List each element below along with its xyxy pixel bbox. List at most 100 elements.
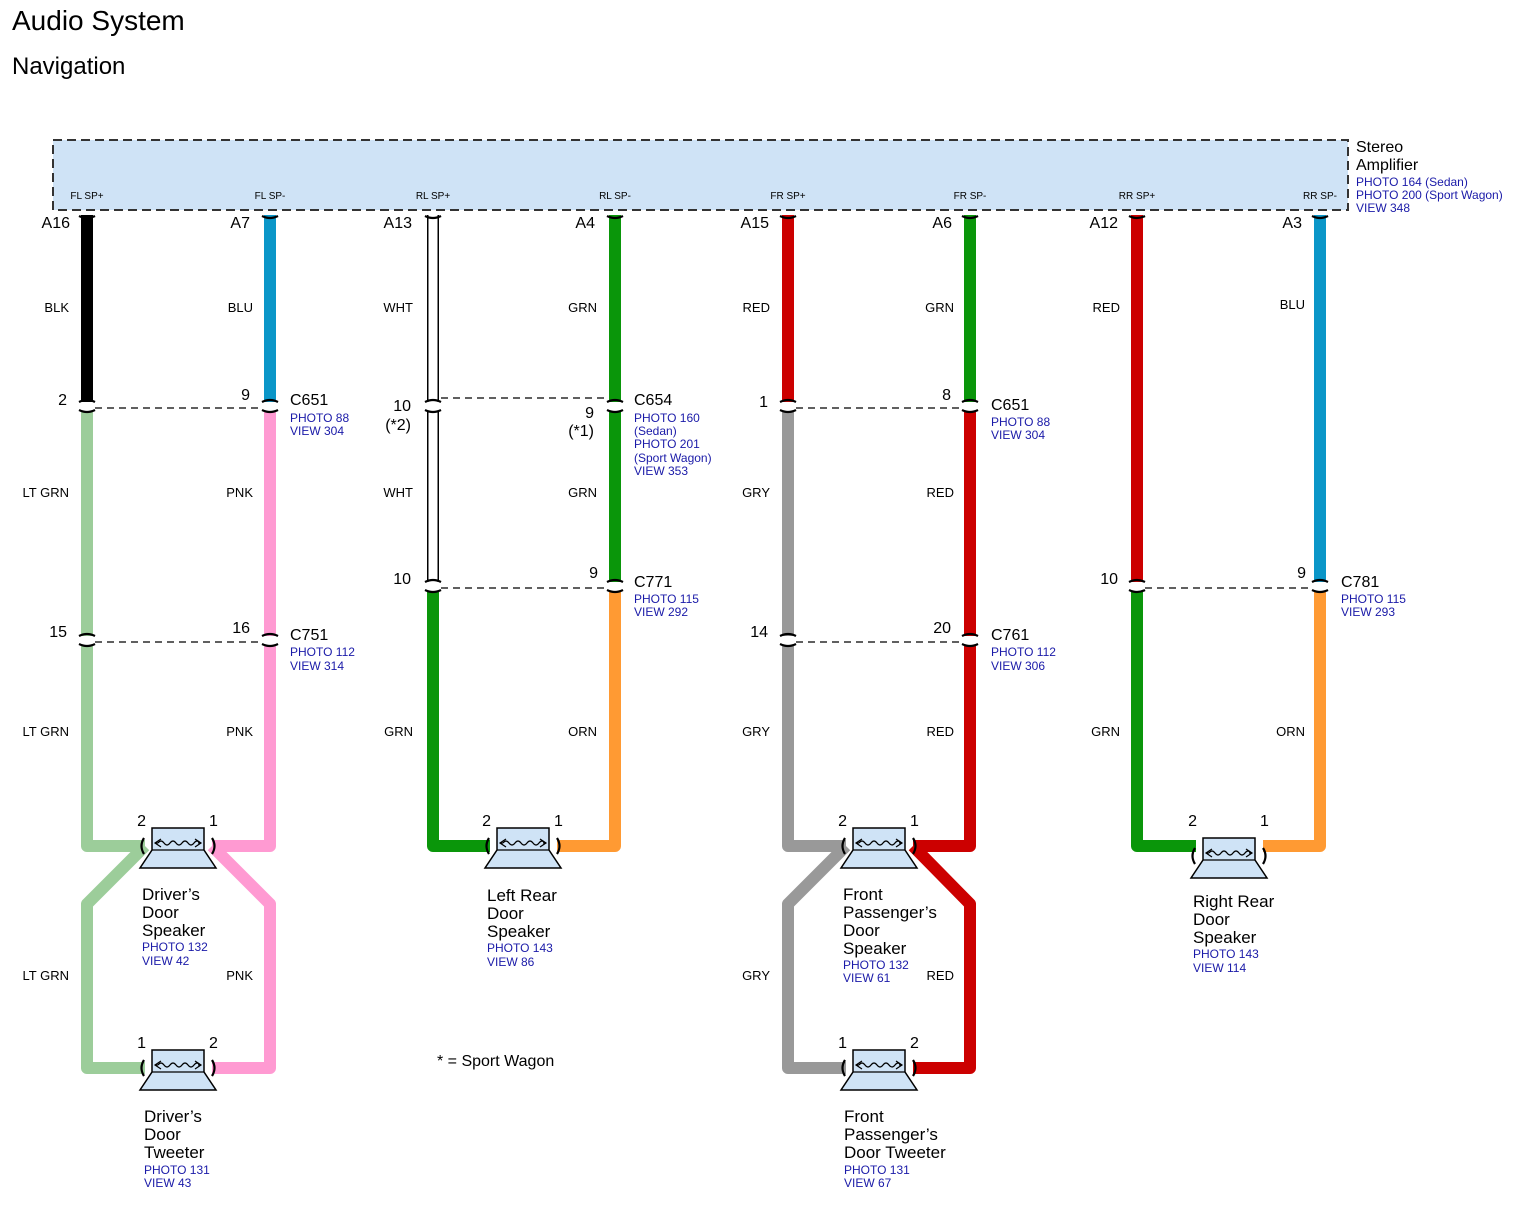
wire-gry-to-speaker	[782, 646, 846, 852]
pin-a15: A15	[741, 215, 770, 232]
speaker-icon	[839, 826, 919, 870]
c651-left-pin-a: 2	[58, 392, 67, 409]
wire-label-grn-rr: GRN	[1091, 724, 1120, 739]
driver-tweeter-name-1: Driver’s	[144, 1107, 202, 1126]
connector-symbol-c751-pin15	[78, 632, 96, 648]
c771-pin-a: 10	[393, 571, 411, 588]
wire-lt-grn-to-tweeter	[81, 841, 150, 1074]
right-rear-pin-left: 2	[1188, 813, 1197, 830]
left-rear-view: VIEW 86	[487, 955, 535, 969]
front-pass-name-1: Front	[843, 885, 883, 904]
driver-speaker-pin-right: 1	[209, 813, 218, 830]
right-rear-name-1: Right Rear	[1193, 892, 1275, 911]
left-rear-name-2: Door	[487, 904, 524, 923]
pin-a3: A3	[1282, 215, 1302, 232]
wire-label-red-2: RED	[927, 724, 954, 739]
driver-speaker-name-1: Driver’s	[142, 885, 200, 904]
front-pass-name-3: Door	[843, 921, 880, 940]
pin-stub-a12	[1128, 215, 1146, 220]
c781-photo: PHOTO 115	[1341, 592, 1406, 606]
connector-symbol-c751-pin16	[261, 632, 279, 648]
c761-name: C761	[991, 627, 1029, 644]
wire-lt-grn-to-speaker	[81, 646, 145, 852]
wire-label-red-3: RED	[927, 968, 954, 983]
amplifier-name-line2: Amplifier	[1356, 157, 1419, 174]
wire-label-orn-lr: ORN	[568, 724, 597, 739]
connector-symbol-c651-pin8	[961, 398, 979, 414]
wire-label-gry-1: GRY	[742, 485, 770, 500]
stereo-amplifier-module: Stereo Amplifier PHOTO 164 (Sedan) PHOTO…	[52, 139, 1503, 215]
wire-red-to-tweeter	[908, 841, 976, 1074]
front-pass-tweeter-name-2: Passenger’s	[844, 1125, 938, 1144]
wire-pnk-to-tweeter	[207, 841, 276, 1074]
c751-pin-b: 16	[232, 620, 250, 637]
amplifier-box	[52, 139, 1349, 211]
wire-orn-left-rear	[557, 592, 621, 852]
pin-a12: A12	[1090, 215, 1119, 232]
front-pass-tweeter-view: VIEW 67	[844, 1176, 892, 1190]
c751-pin-a: 15	[49, 624, 67, 641]
wire-label-gry-3: GRY	[742, 968, 770, 983]
right-rear-view: VIEW 114	[1193, 961, 1246, 975]
wire-label-blu-1: BLU	[228, 300, 253, 315]
driver-tweeter-name-3: Tweeter	[144, 1143, 205, 1162]
front-passenger-door-tweeter: 1 2 Front Passenger’s Door Tweeter PHOTO…	[838, 1035, 946, 1190]
connector-symbol-c654-pin10	[424, 398, 442, 414]
amplifier-view-ref: VIEW 348	[1356, 201, 1410, 215]
pin-stub-a16	[78, 215, 96, 220]
right-rear-name-2: Door	[1193, 910, 1230, 929]
wire-label-grn-a4: GRN	[568, 300, 597, 315]
speaker-icon	[839, 1048, 919, 1092]
c751-photo: PHOTO 112	[290, 645, 355, 659]
c651-left-photo: PHOTO 88	[290, 411, 349, 425]
wire-label-blu-a3: BLU	[1280, 297, 1305, 312]
wire-grn-right-rear	[1131, 592, 1196, 852]
right-rear-door-speaker: 2 1 Right Rear Door Speaker PHOTO 143 VI…	[1188, 813, 1275, 975]
wire-label-red-1: RED	[927, 485, 954, 500]
pin-a4: A4	[575, 215, 595, 232]
c654-pin-a: 10	[393, 398, 411, 415]
c651-right-pin-b: 8	[942, 387, 951, 404]
connector-symbol-c781-pin10	[1128, 578, 1146, 594]
c771-name: C771	[634, 574, 672, 591]
driver-speaker-name-3: Speaker	[142, 921, 206, 940]
left-rear-photo: PHOTO 143	[487, 941, 553, 955]
wire-label-lt-grn-1: LT GRN	[23, 485, 69, 500]
wire-label-pnk-2: PNK	[226, 724, 253, 739]
c781-view: VIEW 293	[1341, 605, 1395, 619]
c751-view: VIEW 314	[290, 659, 344, 673]
wire-label-grn-mid: GRN	[568, 485, 597, 500]
wire-label-red-a15: RED	[743, 300, 770, 315]
page-subtitle: Navigation	[12, 53, 125, 80]
c781-pin-a: 10	[1100, 571, 1118, 588]
left-rear-pin-left: 2	[482, 813, 491, 830]
signal-rl-sp-minus: RL SP-	[599, 191, 631, 202]
c654-pin-b: 9	[585, 405, 594, 422]
speaker-icon	[138, 826, 218, 870]
driver-door-tweeter: 1 2 Driver’s Door Tweeter PHOTO 131 VIEW…	[137, 1035, 218, 1190]
wire-orn-right-rear	[1263, 592, 1326, 852]
c651-right-name: C651	[991, 397, 1029, 414]
left-rear-name-1: Left Rear	[487, 886, 557, 905]
wire-label-pnk-1: PNK	[226, 485, 253, 500]
pin-stub-a7	[261, 215, 279, 220]
front-pass-tweeter-name-3: Door Tweeter	[844, 1143, 946, 1162]
c761-view: VIEW 306	[991, 659, 1045, 673]
connector-symbol-c781-pin9	[1311, 578, 1329, 594]
wire-label-blk: BLK	[44, 300, 69, 315]
front-pass-tweeter-pin-right: 2	[910, 1035, 919, 1052]
c771-photo: PHOTO 115	[634, 592, 699, 606]
driver-tweeter-view: VIEW 43	[144, 1176, 192, 1190]
pin-stub-a13	[424, 215, 442, 220]
driver-speaker-view: VIEW 42	[142, 954, 190, 968]
connector-symbol-c771-pin9	[606, 578, 624, 594]
pin-a6: A6	[932, 215, 952, 232]
signal-rr-sp-minus: RR SP-	[1303, 191, 1337, 202]
wire-label-lt-grn-2: LT GRN	[23, 724, 69, 739]
c751-name: C751	[290, 627, 328, 644]
driver-door-speaker: 2 1 Driver’s Door Speaker PHOTO 132 VIEW…	[137, 813, 218, 968]
c761-photo: PHOTO 112	[991, 645, 1056, 659]
front-pass-tweeter-pin-left: 1	[838, 1035, 847, 1052]
driver-tweeter-photo: PHOTO 131	[144, 1163, 210, 1177]
amplifier-photo-ref-wagon: PHOTO 200 (Sport Wagon)	[1356, 188, 1503, 202]
